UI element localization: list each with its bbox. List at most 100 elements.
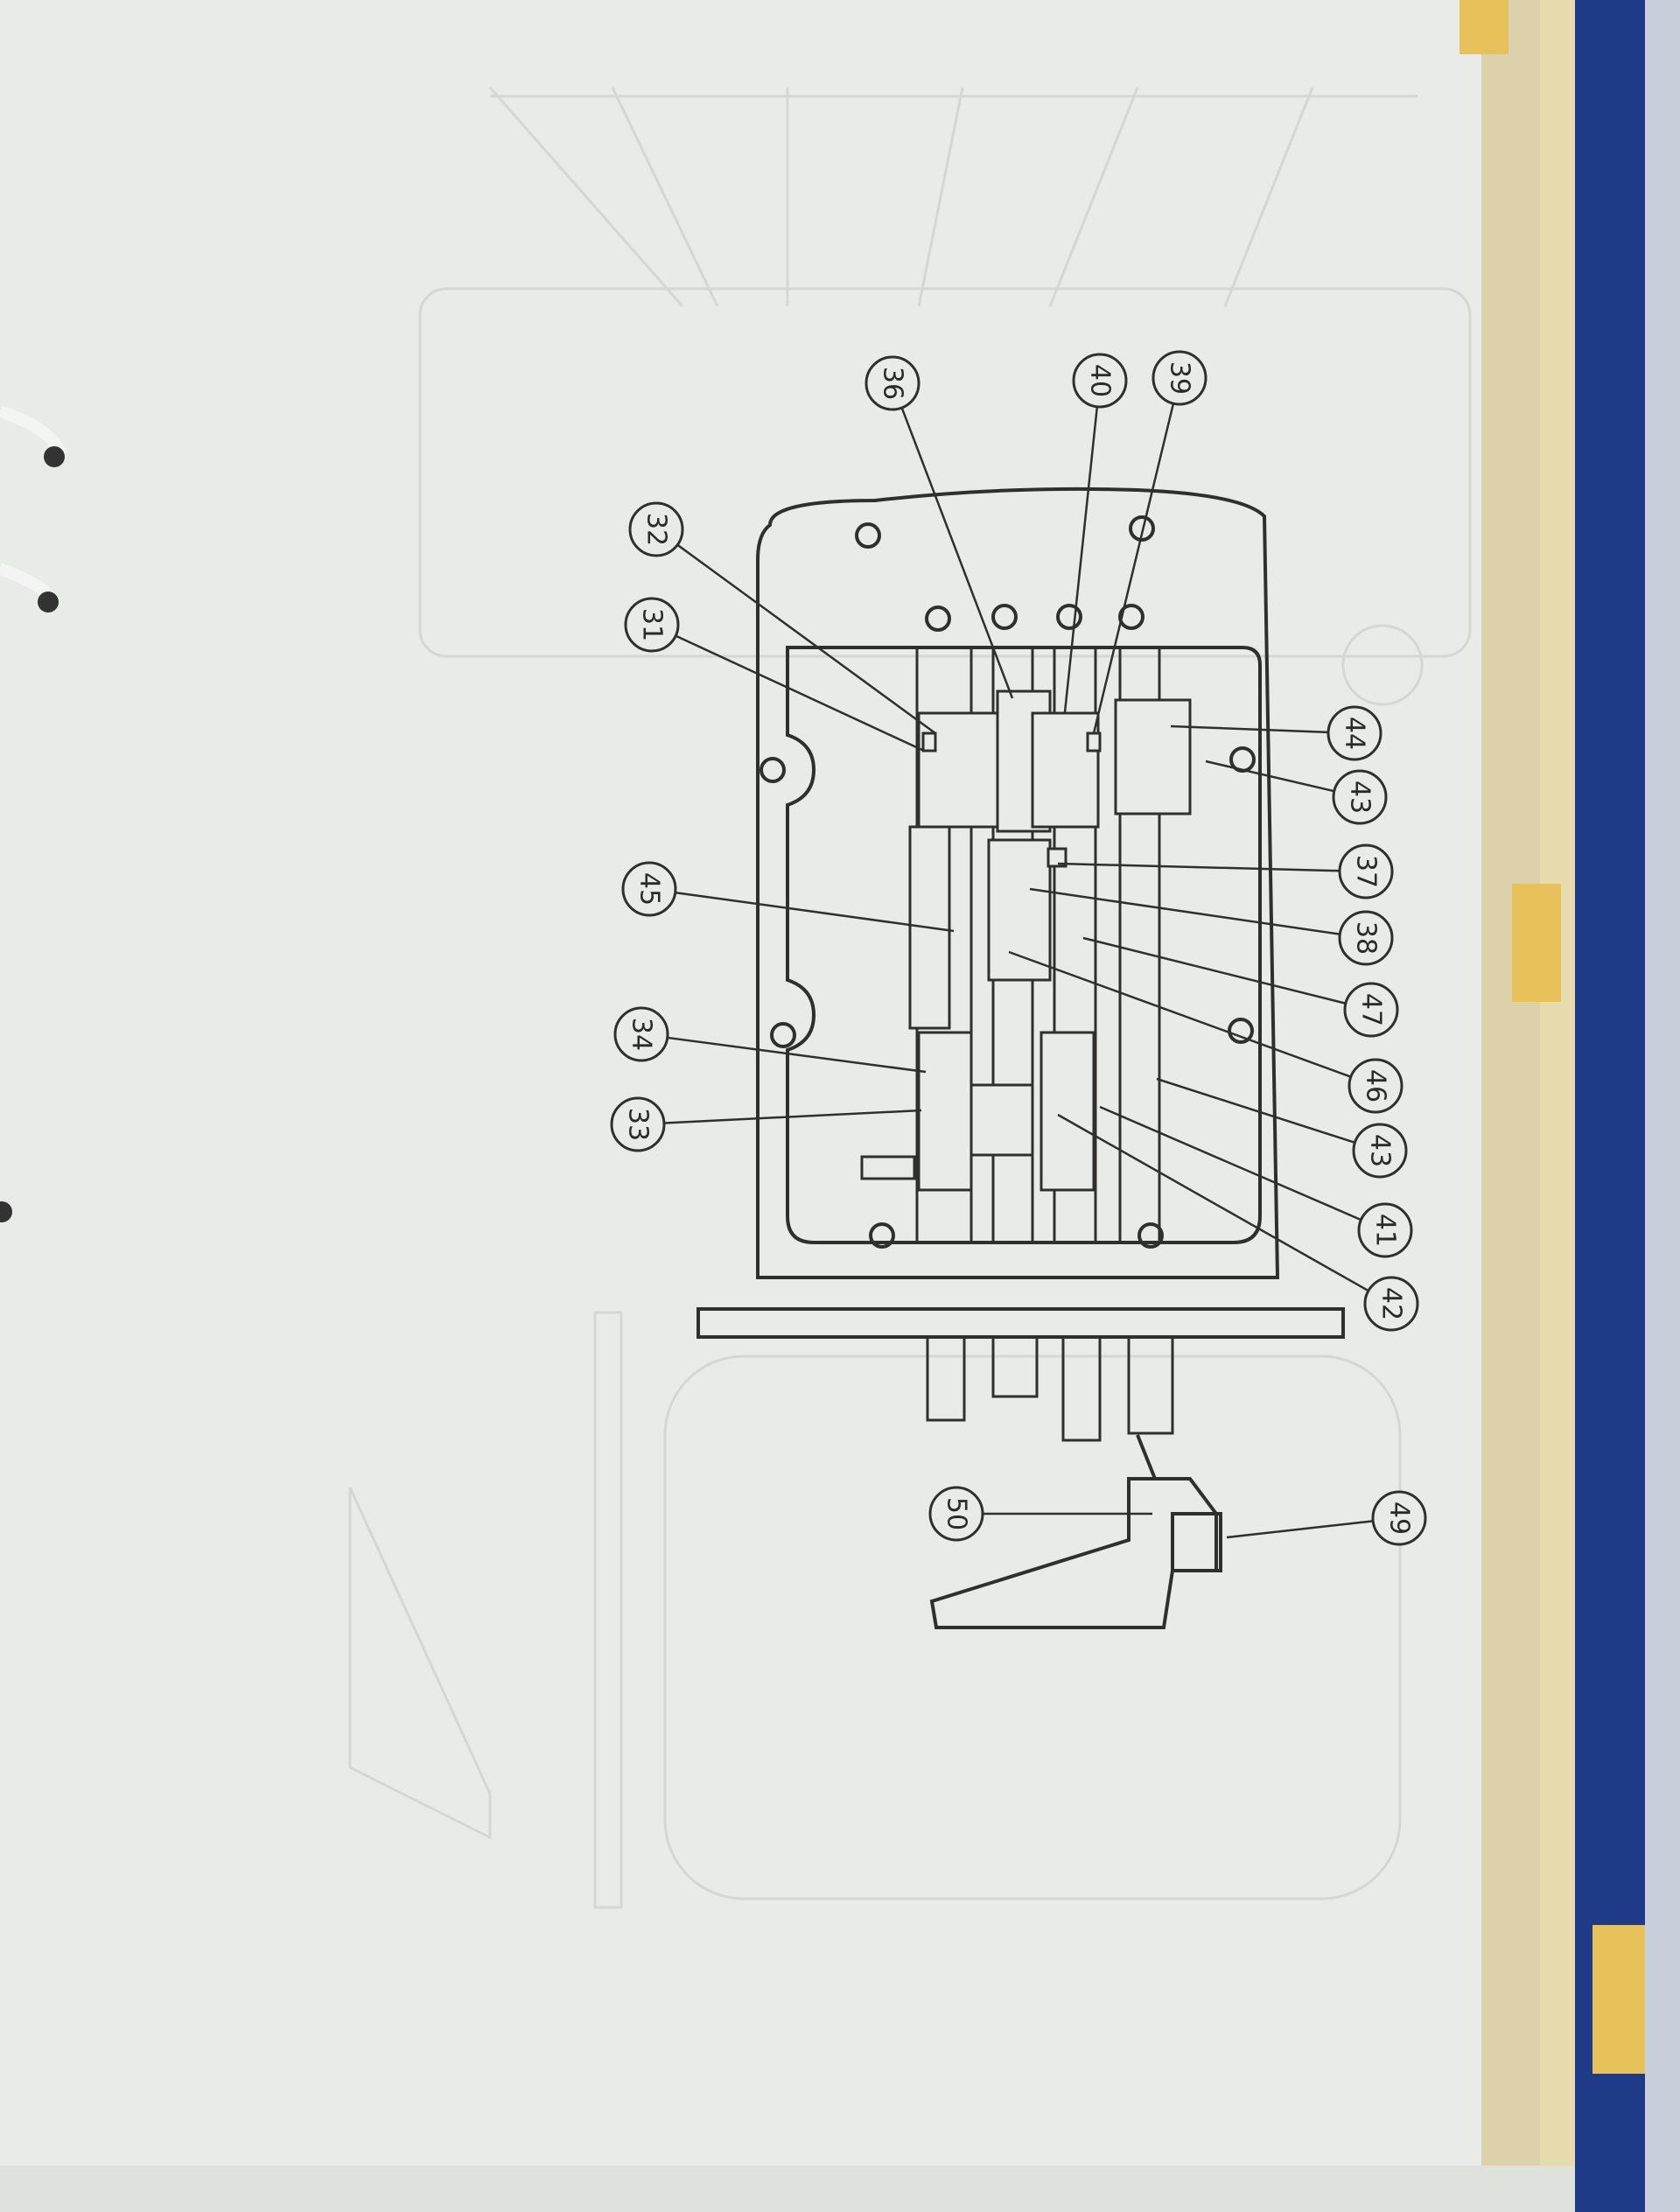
callout-circle bbox=[1072, 353, 1128, 409]
callout-number: 50 bbox=[942, 1497, 972, 1530]
leader-line bbox=[663, 1109, 922, 1124]
callout-31: 31 bbox=[624, 597, 925, 752]
tape-tab-top bbox=[1460, 0, 1508, 54]
callout-circle bbox=[1352, 1123, 1408, 1179]
callout-number: 38 bbox=[1351, 921, 1382, 955]
callout-number: 47 bbox=[1356, 993, 1387, 1026]
callout-number: 41 bbox=[1370, 1214, 1401, 1247]
leader-line bbox=[1063, 406, 1099, 713]
callout-50: 50 bbox=[928, 1486, 1152, 1542]
callout-number: 37 bbox=[1351, 855, 1382, 888]
bolt-hole bbox=[855, 522, 881, 549]
gasket-outline bbox=[786, 646, 1262, 1244]
callout-circle bbox=[1363, 1276, 1419, 1332]
page-edge-yellow bbox=[1540, 0, 1575, 2212]
callout-circle bbox=[628, 501, 684, 557]
leader-line bbox=[676, 543, 936, 735]
leader-line bbox=[1057, 1113, 1369, 1292]
leader-line bbox=[1082, 936, 1347, 1004]
callout-circle bbox=[621, 861, 677, 917]
callout-38: 38 bbox=[1029, 887, 1394, 966]
callout-33: 33 bbox=[610, 1096, 922, 1152]
bolt-hole bbox=[991, 604, 1018, 630]
callout-43: 43 bbox=[1156, 1077, 1408, 1179]
callout-number: 40 bbox=[1085, 364, 1116, 397]
shift-forks bbox=[860, 690, 1192, 1192]
callout-46: 46 bbox=[1008, 950, 1404, 1114]
callout-circle bbox=[1338, 910, 1394, 966]
callout-number: 45 bbox=[634, 872, 665, 906]
page-bottom-edge bbox=[0, 2166, 1575, 2212]
tape-tab-middle bbox=[1512, 884, 1561, 1002]
bolt-hole bbox=[869, 1222, 895, 1249]
bolt-hole bbox=[1056, 604, 1082, 630]
bolt-hole bbox=[1118, 604, 1144, 630]
callout-circle bbox=[1371, 1490, 1427, 1546]
callout-39: 39 bbox=[1092, 350, 1208, 734]
bleed-through-drawing bbox=[348, 87, 1472, 1909]
leader-line bbox=[675, 891, 955, 933]
callout-circle bbox=[1357, 1202, 1413, 1258]
leader-line bbox=[1057, 862, 1340, 872]
callout-circle bbox=[864, 355, 920, 411]
bolt-hole bbox=[1129, 515, 1155, 542]
background-right bbox=[1645, 0, 1680, 2212]
callout-circle bbox=[1348, 1058, 1404, 1114]
output-shafts bbox=[926, 1335, 1174, 1442]
callout-43: 43 bbox=[1205, 760, 1388, 825]
callout-number: 42 bbox=[1376, 1287, 1407, 1320]
callout-circle bbox=[613, 1006, 669, 1062]
callout-circle bbox=[1152, 350, 1208, 406]
callout-34: 34 bbox=[613, 1006, 927, 1074]
callout-number: 43 bbox=[1345, 780, 1376, 814]
callout-number: 34 bbox=[626, 1018, 657, 1051]
leader-line bbox=[900, 407, 1014, 699]
bolt-hole bbox=[760, 757, 786, 783]
callout-number: 36 bbox=[878, 367, 908, 400]
binder-rings bbox=[0, 405, 67, 1222]
leader-line bbox=[1156, 1077, 1355, 1144]
callout-42: 42 bbox=[1057, 1113, 1419, 1332]
callout-circle bbox=[610, 1096, 666, 1152]
callout-number: 46 bbox=[1361, 1069, 1391, 1102]
leader-line bbox=[1205, 760, 1335, 793]
leader-line bbox=[675, 634, 925, 752]
callout-circle bbox=[624, 597, 680, 653]
punch-hole bbox=[0, 1201, 12, 1222]
callout-number: 33 bbox=[623, 1108, 654, 1141]
callout-32: 32 bbox=[628, 501, 936, 735]
callout-47: 47 bbox=[1082, 936, 1399, 1038]
callout-circle bbox=[928, 1486, 984, 1542]
leader-line bbox=[1008, 950, 1352, 1078]
callout-number: 49 bbox=[1384, 1502, 1415, 1535]
callout-circle bbox=[1332, 769, 1388, 825]
bolt-hole bbox=[1138, 1222, 1164, 1249]
bolt-hole bbox=[925, 606, 951, 632]
callout-number: 39 bbox=[1165, 361, 1195, 395]
callout-49: 49 bbox=[1226, 1490, 1427, 1546]
callout-number: 43 bbox=[1365, 1134, 1396, 1167]
leader-line bbox=[1226, 1520, 1374, 1539]
mounting-flange bbox=[696, 1307, 1345, 1339]
housing-outline bbox=[756, 486, 1280, 1279]
callout-number: 32 bbox=[641, 513, 672, 546]
punch-hole bbox=[38, 592, 59, 612]
callout-40: 40 bbox=[1063, 353, 1128, 713]
leader-line bbox=[1170, 724, 1329, 734]
callout-labels: 36 40 39 32 31 45 34 33 44 43 37 38 47 46 43 41 42 50 49 bbox=[610, 350, 1427, 1546]
gearbox-housing bbox=[696, 486, 1345, 1629]
callout-45: 45 bbox=[621, 861, 955, 933]
leader-line bbox=[1099, 1105, 1362, 1222]
callout-circle bbox=[1338, 844, 1394, 900]
callout-44: 44 bbox=[1170, 705, 1382, 761]
leader-line bbox=[1029, 887, 1340, 935]
bolt-hole bbox=[770, 1022, 796, 1048]
callout-circle bbox=[1326, 705, 1382, 761]
callout-41: 41 bbox=[1099, 1105, 1413, 1258]
callout-37: 37 bbox=[1057, 844, 1394, 900]
callout-circle bbox=[1343, 982, 1399, 1038]
callout-36: 36 bbox=[864, 355, 1014, 699]
leader-line bbox=[667, 1036, 927, 1074]
